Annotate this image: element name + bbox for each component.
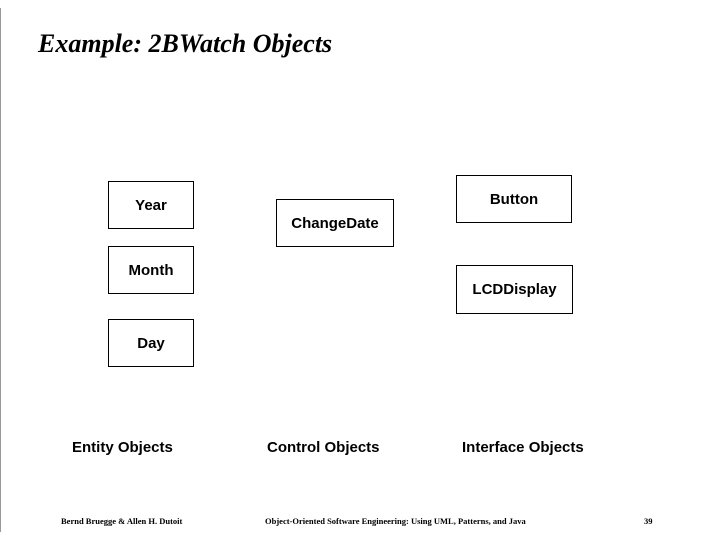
- category-label-entity-objects: Entity Objects: [72, 439, 173, 456]
- object-box-button: Button: [456, 175, 572, 223]
- footer-page-number: 39: [644, 516, 653, 526]
- object-box-lcddisplay: LCDDisplay: [456, 265, 573, 314]
- object-box-day: Day: [108, 319, 194, 367]
- object-box-year: Year: [108, 181, 194, 229]
- footer-book-title: Object-Oriented Software Engineering: Us…: [265, 516, 526, 526]
- left-edge-line: [0, 8, 1, 532]
- object-box-button-label: Button: [489, 190, 539, 208]
- object-box-day-label: Day: [137, 334, 165, 352]
- object-box-year-label: Year: [135, 196, 167, 214]
- footer-authors: Bernd Bruegge & Allen H. Dutoit: [61, 516, 183, 526]
- object-box-changedate-label: ChangeDate: [291, 214, 379, 232]
- category-label-control-objects: Control Objects: [267, 439, 380, 456]
- object-box-month-label: Month: [128, 261, 174, 279]
- object-box-changedate: ChangeDate: [276, 199, 394, 247]
- object-box-month: Month: [108, 246, 194, 294]
- category-label-interface-objects: Interface Objects: [462, 439, 584, 456]
- object-box-lcddisplay-label: LCDDisplay: [472, 281, 557, 298]
- slide-title: Example: 2BWatch Objects: [38, 29, 333, 58]
